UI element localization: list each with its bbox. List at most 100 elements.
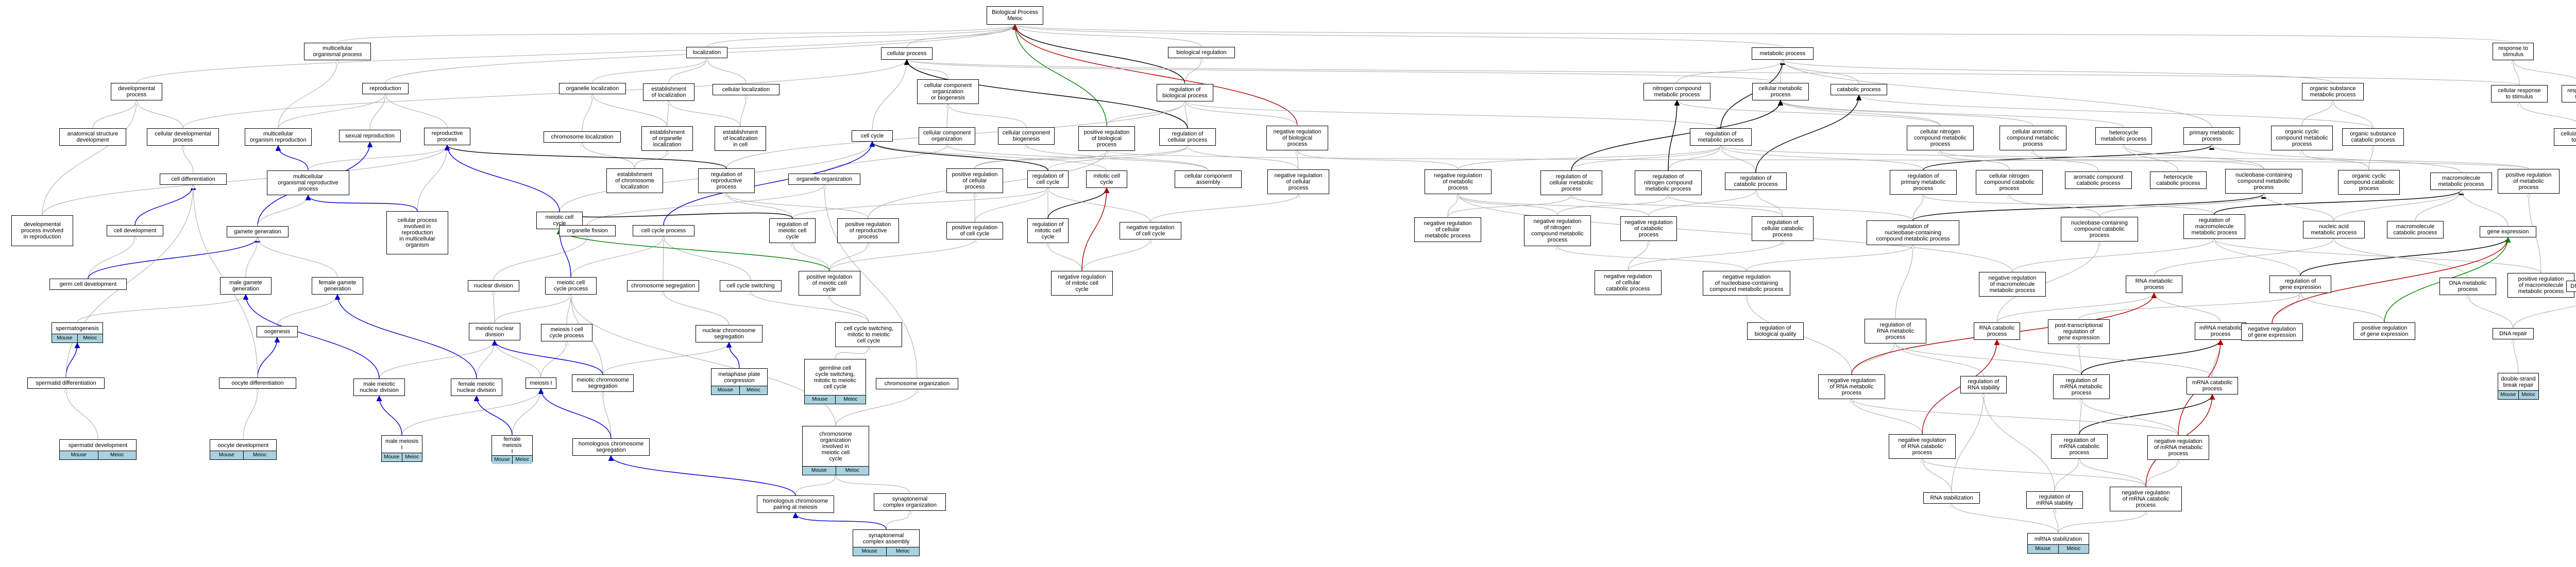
- go-term-node[interactable]: cellular component organization or bioge…: [917, 79, 979, 104]
- go-term-node[interactable]: heterocycle catabolic process: [2150, 171, 2207, 189]
- go-term-node[interactable]: RNA stabilization: [1923, 492, 1980, 504]
- go-term-node[interactable]: DNA metabolic process: [2439, 278, 2496, 295]
- go-term-node[interactable]: cellular nitrogen compound catabolic pro…: [1976, 170, 2043, 195]
- go-term-node[interactable]: negative regulation of mRNA metabolic pr…: [2147, 435, 2209, 460]
- gene-tag[interactable]: Meioc: [2518, 391, 2538, 399]
- go-term-node[interactable]: gene expression: [2480, 226, 2536, 237]
- go-term-node[interactable]: multicellular organismal process: [304, 43, 371, 60]
- go-term-node[interactable]: regulation of mRNA catabolic process: [2051, 434, 2108, 459]
- go-term-node[interactable]: biological regulation: [1168, 47, 1235, 58]
- go-term-node[interactable]: regulation of metabolic process: [1690, 128, 1752, 146]
- go-term-node[interactable]: regulation of catabolic process: [1725, 173, 1787, 190]
- go-term-node[interactable]: male gamete generation: [220, 277, 272, 295]
- go-term-node[interactable]: cellular component assembly: [1175, 170, 1242, 188]
- go-term-node[interactable]: cellular aromatic compound metabolic pro…: [1999, 126, 2066, 150]
- go-term-node[interactable]: negative regulation of RNA catabolic pro…: [1889, 434, 1956, 459]
- go-term-node[interactable]: negative regulation of mRNA catabolic pr…: [2110, 487, 2182, 511]
- go-term-node[interactable]: organelle fission: [559, 225, 616, 236]
- species-tag[interactable]: Mouse: [2028, 545, 2058, 553]
- go-term-node[interactable]: aromatic compound catabolic process: [2065, 171, 2132, 189]
- go-term-node[interactable]: oogenesis: [257, 326, 298, 337]
- species-tag[interactable]: Mouse: [711, 386, 739, 394]
- go-term-node[interactable]: negative regulation of cell cycle: [1120, 222, 1181, 239]
- go-term-node[interactable]: nucleobase-containing compound catabolic…: [2061, 217, 2138, 242]
- go-term-node[interactable]: positive regulation of meiotic cell cycl…: [799, 271, 860, 296]
- go-term-node[interactable]: male meiotic nuclear division: [353, 379, 405, 396]
- go-term-node[interactable]: regulation of nucleobase-containing comp…: [1867, 220, 1959, 245]
- go-term-node[interactable]: cellular response to stimulus: [2491, 85, 2548, 102]
- go-term-node[interactable]: reproductive process: [424, 128, 470, 145]
- go-term-node[interactable]: anatomical structure development: [59, 128, 126, 146]
- gene-tag[interactable]: Meioc: [512, 456, 532, 464]
- go-term-node[interactable]: regulation of RNA metabolic process: [1865, 319, 1926, 343]
- go-term-node[interactable]: response to stress: [2562, 85, 2576, 102]
- species-tag[interactable]: Mouse: [805, 396, 835, 404]
- go-term-node[interactable]: response to stimulus: [2493, 43, 2534, 60]
- go-term-node[interactable]: cellular developmental process: [147, 128, 219, 146]
- go-term-node[interactable]: oocyte differentiation: [219, 377, 296, 389]
- go-term-node[interactable]: meiotic nuclear division: [469, 323, 520, 340]
- go-term-node[interactable]: multicellular organismal reproductive pr…: [267, 170, 349, 195]
- go-term-node[interactable]: sexual reproduction: [339, 130, 401, 142]
- go-term-node[interactable]: germline cell cycle switching, mitotic t…: [804, 359, 866, 404]
- go-term-node[interactable]: organic substance catabolic process: [2342, 128, 2404, 146]
- species-tag[interactable]: Mouse: [210, 451, 243, 459]
- go-term-node[interactable]: cellular process involved in reproductio…: [386, 211, 448, 254]
- species-tag[interactable]: Mouse: [60, 451, 98, 459]
- go-term-node[interactable]: meiosis I: [526, 377, 556, 389]
- go-term-node[interactable]: negative regulation of RNA metabolic pro…: [1818, 374, 1885, 399]
- go-term-node[interactable]: regulation of macromolecule metabolic pr…: [2183, 214, 2245, 239]
- go-term-node[interactable]: negative regulation of nitrogen compound…: [1524, 215, 1591, 246]
- go-term-node[interactable]: germ cell development: [49, 279, 127, 290]
- go-term-node[interactable]: organelle organization: [788, 174, 860, 185]
- go-term-node[interactable]: reproduction: [362, 83, 409, 94]
- species-tag[interactable]: Mouse: [492, 456, 512, 464]
- go-term-node[interactable]: DNA repair: [2493, 328, 2534, 339]
- species-tag[interactable]: Mouse: [382, 453, 402, 461]
- go-term-node[interactable]: cell differentiation: [160, 174, 227, 185]
- go-term-node[interactable]: mRNA metabolic process: [2195, 322, 2246, 340]
- gene-tag[interactable]: Meioc: [243, 451, 276, 459]
- go-term-node[interactable]: DNA damage response: [2566, 281, 2576, 292]
- go-term-node[interactable]: organic substance metabolic process: [2302, 83, 2364, 100]
- go-term-node[interactable]: regulation of cell cycle: [1027, 170, 1069, 188]
- go-term-node[interactable]: negative regulation of cellular process: [1267, 169, 1329, 194]
- go-term-node[interactable]: developmental process: [111, 83, 162, 100]
- go-term-node[interactable]: regulation of reproductive process: [698, 168, 755, 193]
- go-term-node[interactable]: post-transcriptional regulation of gene …: [2048, 319, 2110, 344]
- go-term-node[interactable]: chromosome organization involved in meio…: [802, 426, 869, 475]
- gene-tag[interactable]: Meioc: [835, 467, 869, 475]
- go-term-node[interactable]: organelle localization: [559, 83, 626, 94]
- go-term-node[interactable]: negative regulation of metabolic process: [1425, 169, 1492, 194]
- gene-tag[interactable]: Meioc: [835, 396, 866, 404]
- go-term-node[interactable]: macromolecule metabolic process: [2430, 173, 2492, 190]
- go-term-node[interactable]: nucleic acid metabolic process: [2303, 221, 2365, 238]
- go-term-node[interactable]: meiosis I cell cycle process: [541, 324, 592, 341]
- go-term-node[interactable]: positive regulation of metabolic process: [2498, 169, 2560, 194]
- gene-tag[interactable]: Meioc: [2058, 545, 2089, 553]
- go-term-node[interactable]: spermatid differentiation: [27, 377, 105, 389]
- go-term-node[interactable]: homologous chromosome pairing at meiosis: [757, 495, 834, 513]
- go-term-node[interactable]: positive regulation of macromolecule met…: [2507, 273, 2574, 298]
- species-tag[interactable]: Mouse: [52, 334, 77, 342]
- go-term-node[interactable]: primary metabolic process: [2183, 127, 2240, 145]
- go-term-node[interactable]: regulation of primary metabolic process: [1890, 170, 1957, 195]
- go-term-node[interactable]: cell cycle: [852, 130, 893, 142]
- go-term-node[interactable]: positive regulation of biological proces…: [1078, 126, 1135, 151]
- go-term-node[interactable]: cellular metabolic process: [1752, 83, 1809, 100]
- species-tag[interactable]: Mouse: [853, 547, 886, 556]
- go-term-node[interactable]: regulation of gene expression: [2269, 276, 2331, 293]
- go-term-node[interactable]: regulation of cellular catabolic process: [1752, 216, 1814, 241]
- go-term-node[interactable]: Biological Process Meioc: [987, 6, 1043, 25]
- go-term-node[interactable]: RNA metabolic process: [2126, 276, 2182, 293]
- go-term-node[interactable]: negative regulation of cellular cataboli…: [1595, 270, 1662, 295]
- go-term-node[interactable]: cellular nitrogen compound metabolic pro…: [1907, 126, 1974, 150]
- go-term-node[interactable]: positive regulation of cell cycle: [946, 222, 1003, 239]
- go-term-node[interactable]: cellular localization: [713, 84, 779, 95]
- go-term-node[interactable]: mitotic cell cycle: [1086, 170, 1127, 188]
